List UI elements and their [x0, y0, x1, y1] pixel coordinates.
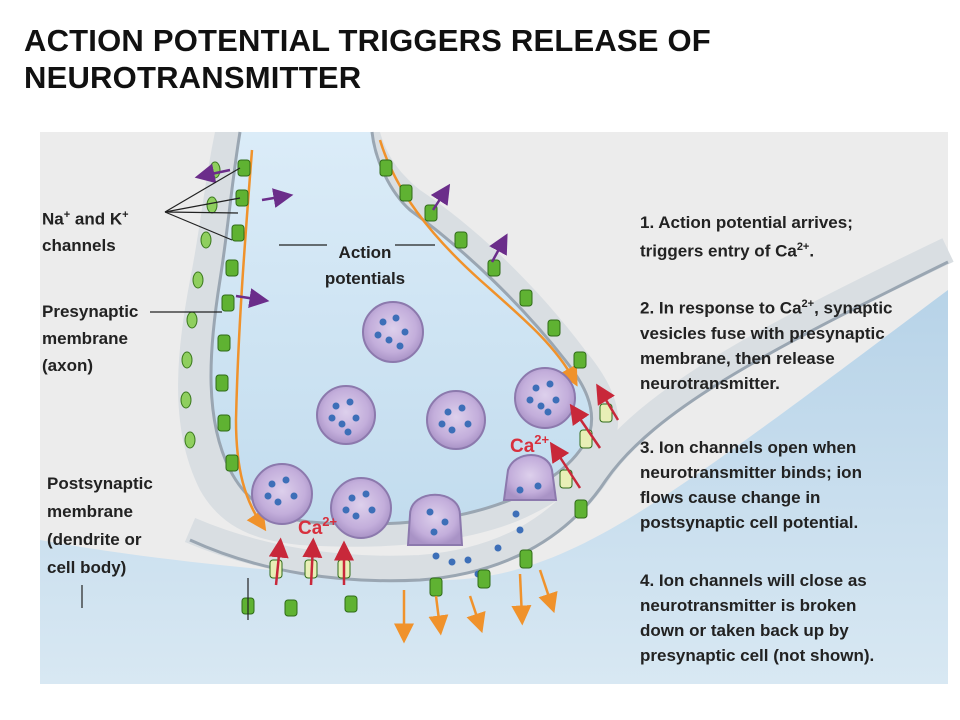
- action-potential-arrow-left: [234, 149, 267, 532]
- synaptic-vesicles: [251, 301, 576, 546]
- calcium-label-lower: Ca2+: [298, 514, 338, 539]
- step-2: 2. In response to Ca2+, synaptic vesicle…: [640, 298, 893, 393]
- page-title: ACTION POTENTIAL TRIGGERS RELEASE OF NEU…: [24, 23, 711, 95]
- step-1: 1. Action potential arrives; triggers en…: [640, 213, 853, 261]
- postsynaptic-cell: [40, 290, 948, 684]
- membrane-proteins: [180, 161, 221, 449]
- neurotransmitter-molecules: [264, 314, 560, 578]
- label-leader-lines: [81, 167, 435, 620]
- potassium-efflux-arrows: [194, 163, 508, 308]
- postsynaptic-ion-flow-arrows: [394, 569, 558, 644]
- step-3: 3. Ion channels open when neurotransmitt…: [640, 438, 862, 532]
- step-4: 4. Ion channels will close as neurotrans…: [640, 571, 875, 665]
- channels-label: Na+ and K+ channels: [42, 209, 129, 255]
- action-potential-arrow-right: [378, 139, 578, 387]
- calcium-influx-arrows: [268, 383, 620, 586]
- calcium-label-upper: Ca2+: [510, 432, 550, 457]
